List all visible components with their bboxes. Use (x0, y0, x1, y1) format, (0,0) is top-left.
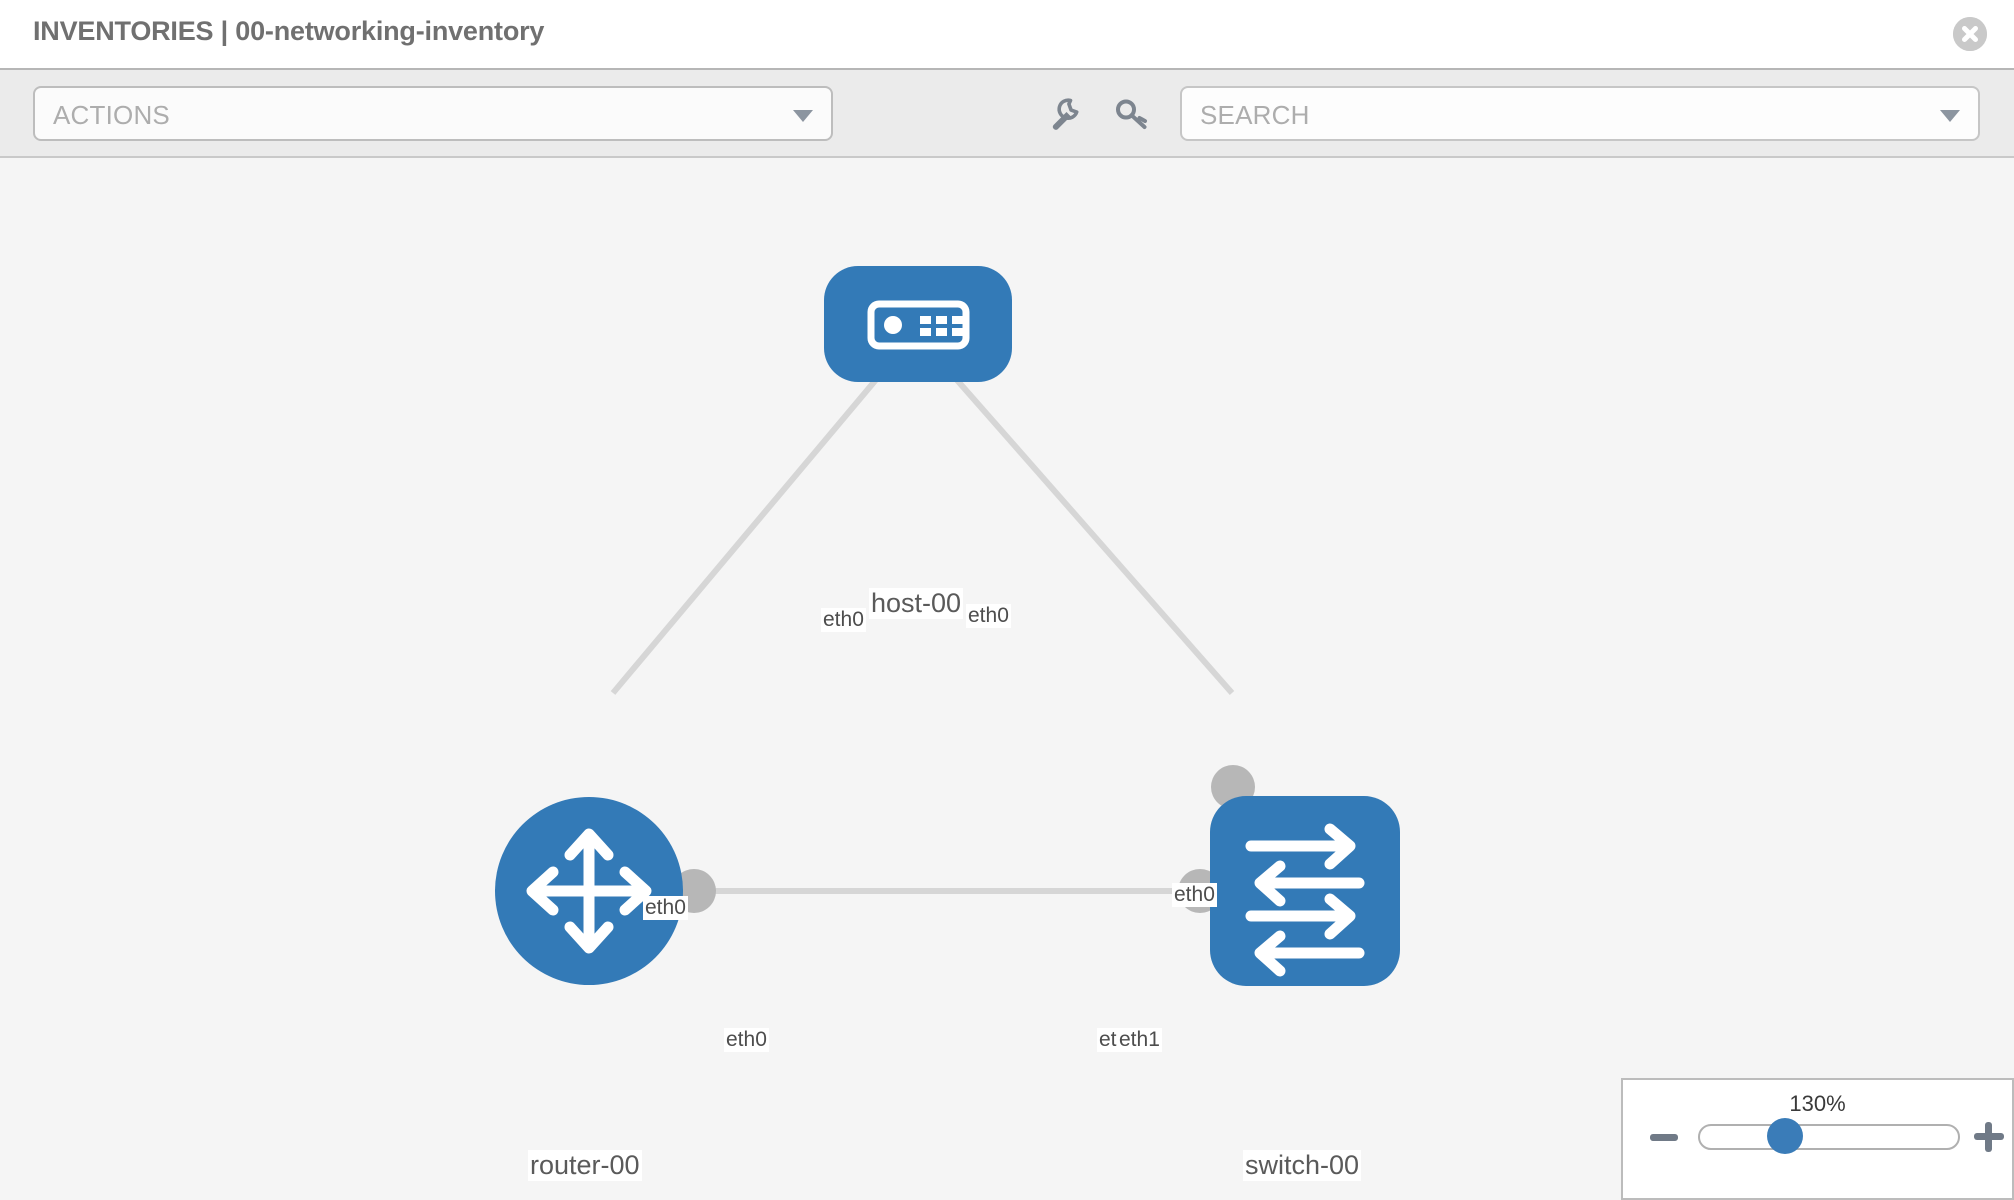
key-icon[interactable] (1114, 96, 1150, 132)
page-header: INVENTORIES | 00-networking-inventory (0, 0, 2014, 68)
actions-dropdown-label: ACTIONS (53, 100, 170, 130)
node-host-00[interactable] (824, 266, 1012, 382)
zoom-slider-track[interactable] (1698, 1124, 1960, 1150)
close-icon[interactable] (1953, 17, 1987, 51)
switch-arrows-icon (1245, 823, 1365, 977)
iface-label-switch-left[interactable]: eth1 (1117, 1028, 1162, 1053)
iface-label-host-right[interactable]: eth0 (966, 604, 1011, 629)
link-host-router[interactable] (610, 361, 893, 695)
node-label-switch-00[interactable]: switch-00 (1243, 1150, 1362, 1182)
server-icon (867, 300, 970, 350)
search-input[interactable]: SEARCH (1180, 86, 1980, 141)
key-glyph (1116, 99, 1147, 129)
node-router-00[interactable] (495, 797, 683, 985)
iface-label-router-right[interactable]: eth0 (724, 1028, 769, 1053)
zoom-level-value: 130% (1789, 1091, 1846, 1116)
zoom-slider-thumb[interactable] (1767, 1118, 1803, 1154)
close-circle-glyph (1953, 17, 1987, 51)
chevron-down-icon (793, 110, 813, 122)
topology-graph (495, 266, 1400, 986)
wrench-icon[interactable] (1046, 96, 1082, 132)
router-arrows-icon (526, 828, 652, 954)
iface-label-host-left[interactable]: eth0 (821, 608, 866, 633)
node-switch-00[interactable] (1210, 796, 1400, 986)
iface-label-switch-up[interactable]: eth0 (1172, 883, 1217, 908)
node-label-router-00[interactable]: router-00 (528, 1150, 642, 1182)
link-layer (610, 361, 1235, 894)
topology-canvas[interactable]: host-00 router-00 switch-00 eth0 eth0 et… (0, 158, 2014, 1200)
minus-icon[interactable] (1650, 1134, 1678, 1141)
zoom-control-panel: 130% (1621, 1078, 2014, 1200)
page-title: INVENTORIES | 00-networking-inventory (33, 16, 545, 46)
wrench-glyph (1052, 98, 1079, 130)
node-label-host-00[interactable]: host-00 (869, 588, 964, 620)
chevron-down-icon[interactable] (1940, 110, 1960, 122)
link-host-switch[interactable] (939, 361, 1235, 695)
toolbar: ACTIONS SEARCH (0, 68, 2014, 158)
search-placeholder: SEARCH (1200, 100, 1310, 130)
plus-icon[interactable] (1974, 1122, 2004, 1152)
actions-dropdown[interactable]: ACTIONS (33, 86, 833, 141)
iface-label-router-up[interactable]: eth0 (643, 896, 688, 921)
